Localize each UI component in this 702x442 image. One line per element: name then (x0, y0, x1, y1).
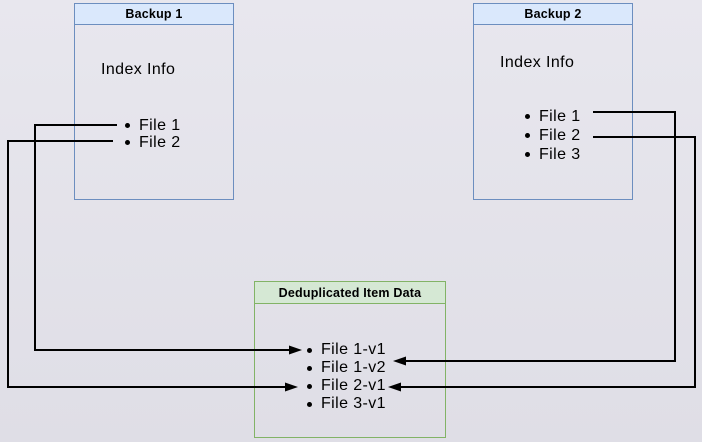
backup1-file1-label: File 1 (139, 116, 181, 134)
dedup-item-list: File 1-v1 File 1-v2 File 2-v1 File 3-v1 (307, 341, 386, 413)
list-item: File 1 (125, 117, 181, 134)
backup1-index-info-label: Index Info (101, 61, 176, 78)
list-item: File 3 (525, 145, 581, 164)
dedup-file2v1-label: File 2-v1 (321, 377, 386, 394)
bullet-icon (307, 383, 312, 389)
bullet-icon (307, 347, 312, 353)
list-item: File 1-v2 (307, 359, 386, 377)
list-item: File 1 (525, 107, 581, 126)
backup2-box: Backup 2 Index Info File 1 File 2 File 3 (473, 3, 633, 200)
list-item: File 3-v1 (307, 395, 386, 413)
list-item: File 2 (125, 134, 181, 151)
backup2-index-info-label: Index Info (500, 54, 575, 71)
backup2-file-list: File 1 File 2 File 3 (525, 107, 581, 164)
dedup-title: Deduplicated Item Data (255, 282, 445, 304)
bullet-icon (125, 123, 130, 128)
bullet-icon (525, 114, 530, 119)
bullet-icon (125, 140, 130, 145)
backup1-file2-label: File 2 (139, 133, 181, 151)
dedup-file3v1-label: File 3-v1 (321, 395, 386, 412)
dedup-file1v2-label: File 1-v2 (321, 359, 386, 376)
backup1-title: Backup 1 (75, 4, 233, 25)
list-item: File 1-v1 (307, 341, 386, 359)
backup2-title: Backup 2 (474, 4, 632, 25)
backup1-box: Backup 1 Index Info File 1 File 2 (74, 3, 234, 200)
bullet-icon (307, 365, 312, 371)
dedup-file1v1-label: File 1-v1 (321, 341, 386, 358)
list-item: File 2-v1 (307, 377, 386, 395)
backup2-file1-label: File 1 (539, 107, 581, 125)
bullet-icon (307, 401, 312, 407)
dedup-box: Deduplicated Item Data File 1-v1 File 1-… (254, 281, 446, 438)
backup2-file2-label: File 2 (539, 126, 581, 144)
backup2-file3-label: File 3 (539, 145, 581, 163)
bullet-icon (525, 133, 530, 138)
bullet-icon (525, 152, 530, 157)
backup1-file-list: File 1 File 2 (125, 117, 181, 151)
list-item: File 2 (525, 126, 581, 145)
